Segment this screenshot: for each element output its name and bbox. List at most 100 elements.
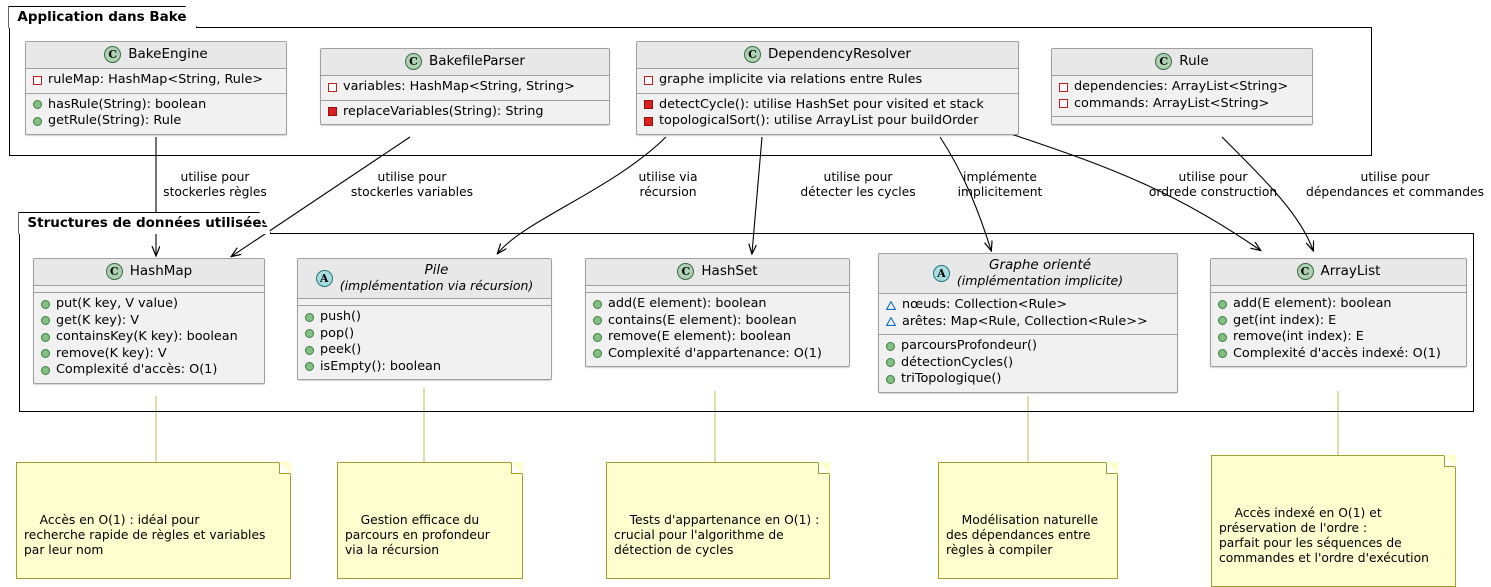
class-pile-methods: push() pop() peek() isEmpty(): boolean	[298, 306, 551, 379]
abstract-stereotype-icon: A	[932, 264, 950, 282]
class-rule[interactable]: C Rule dependencies: ArrayList<String> c…	[1051, 48, 1313, 125]
field-label: dependencies: ArrayList<String>	[1074, 79, 1289, 94]
method-row: add(E element): boolean	[1218, 296, 1459, 313]
public-method-icon	[33, 100, 42, 110]
note-arraylist: Accès indexé en O(1) et préservation de …	[1211, 455, 1456, 587]
method-label: Complexité d'appartenance: O(1)	[608, 345, 822, 361]
class-hashmap-name: HashMap	[129, 263, 193, 279]
private-field-icon	[1059, 99, 1068, 109]
class-pile[interactable]: A Pile (implémentation via récursion) pu…	[297, 258, 552, 380]
public-method-icon	[41, 332, 50, 342]
method-label: containsKey(K key): boolean	[56, 329, 238, 344]
edge-label-bakefileparser-hashmap: utilise pour stockerles variables	[350, 170, 474, 199]
method-row: remove(E element): boolean	[593, 329, 842, 346]
method-row: isEmpty(): boolean	[305, 359, 544, 376]
note-text: Modélisation naturelle des dépendances e…	[946, 513, 1099, 557]
class-hashset-header: C HashSet	[586, 259, 849, 286]
edge-label-dependencyresolver-hashset: utilise pour détecter les cycles	[800, 170, 916, 199]
method-row: replaceVariables(String): String	[328, 104, 602, 121]
method-label: replaceVariables(String): String	[343, 103, 544, 119]
method-row: get(int index): E	[1218, 313, 1459, 330]
class-graphe-subtitle: (implémentation implicite)	[956, 273, 1124, 288]
class-rule-fields: dependencies: ArrayList<String> commands…	[1052, 76, 1312, 117]
method-row: peek()	[305, 342, 544, 359]
method-row: remove(int index): E	[1218, 329, 1459, 346]
class-rule-name: Rule	[1179, 53, 1209, 69]
class-hashset[interactable]: C HashSet add(E element): boolean contai…	[585, 258, 850, 367]
method-label: detectCycle(): utilise HashSet pour visi…	[659, 96, 984, 112]
note-text: Accès en O(1) : idéal pour recherche rap…	[24, 513, 266, 557]
method-label: peek()	[320, 342, 362, 357]
package-application: Application dans Bake	[9, 27, 1372, 156]
private-field-icon	[33, 75, 42, 85]
method-label: triTopologique()	[901, 371, 1002, 386]
method-label: détectionCycles()	[901, 354, 1014, 370]
class-hashset-methods: add(E element): boolean contains(E eleme…	[586, 293, 849, 366]
class-graphe-oriente[interactable]: A Graphe orienté (implémentation implici…	[878, 253, 1178, 393]
method-row: push()	[305, 309, 544, 326]
public-method-icon	[1218, 316, 1227, 326]
public-method-icon	[886, 374, 895, 384]
class-hashset-fields-empty	[586, 286, 849, 293]
class-pile-subtitle: (implémentation via récursion)	[339, 278, 534, 293]
class-bakeengine-name: BakeEngine	[128, 46, 208, 62]
class-bakeengine-methods: hasRule(String): boolean getRule(String)…	[26, 93, 286, 134]
private-field-icon	[644, 75, 653, 85]
class-hashmap-fields-empty	[34, 286, 264, 293]
method-row: remove(K key): V	[41, 346, 257, 363]
edge-label-dependencyresolver-arraylist: utilise pour ordrede construction	[1148, 170, 1278, 199]
class-rule-header: C Rule	[1052, 49, 1312, 76]
class-stereotype-icon: C	[677, 263, 695, 280]
note-graphe: Modélisation naturelle des dépendances e…	[938, 462, 1118, 579]
public-method-icon	[305, 362, 314, 372]
method-row: get(K key): V	[41, 313, 257, 330]
class-arraylist[interactable]: C ArrayList add(E element): boolean get(…	[1210, 258, 1467, 367]
private-field-icon	[328, 82, 337, 92]
public-method-icon	[33, 116, 42, 126]
method-label: Complexité d'accès indexé: O(1)	[1233, 345, 1441, 361]
method-label: remove(int index): E	[1233, 329, 1364, 344]
public-method-icon	[41, 316, 50, 326]
method-row: Complexité d'accès: O(1)	[41, 362, 257, 379]
private-method-icon	[644, 116, 653, 126]
class-arraylist-name: ArrayList	[1320, 263, 1381, 279]
method-label: get(K key): V	[56, 312, 139, 328]
method-label: get(int index): E	[1233, 312, 1337, 328]
method-row: put(K key, V value)	[41, 296, 257, 313]
public-method-icon	[41, 299, 50, 309]
method-label: isEmpty(): boolean	[320, 358, 442, 374]
note-hashset: Tests d'appartenance en O(1) : crucial p…	[606, 462, 830, 579]
public-method-icon	[1218, 299, 1227, 309]
class-hashmap[interactable]: C HashMap put(K key, V value) get(K key)…	[33, 258, 265, 384]
method-label: add(E element): boolean	[1233, 296, 1392, 311]
public-method-icon	[305, 329, 314, 339]
method-row: hasRule(String): boolean	[33, 97, 279, 114]
method-row: détectionCycles()	[886, 355, 1170, 372]
class-graphe-fields: nœuds: Collection<Rule> arêtes: Map<Rule…	[879, 294, 1177, 335]
method-label: hasRule(String): boolean	[48, 96, 207, 112]
field-label: commands: ArrayList<String>	[1074, 95, 1270, 111]
class-bakefileparser[interactable]: C BakefileParser variables: HashMap<Stri…	[320, 48, 610, 125]
field-row: dependencies: ArrayList<String>	[1059, 79, 1305, 96]
public-method-icon	[1218, 349, 1227, 359]
edge-label-rule-arraylist: utilise pour dépendances et commandes	[1306, 170, 1484, 199]
method-row: parcoursProfondeur()	[886, 338, 1170, 355]
method-row: triTopologique()	[886, 371, 1170, 388]
class-dependencyresolver-header: C DependencyResolver	[637, 42, 1018, 69]
package-datastructures-tab: Structures de données utilisées	[18, 212, 271, 234]
public-method-icon	[593, 349, 602, 359]
method-row: containsKey(K key): boolean	[41, 329, 257, 346]
public-method-icon	[593, 332, 602, 342]
class-pile-name: Pile (implémentation via récursion)	[339, 263, 534, 294]
field-row: graphe implicite via relations entre Rul…	[644, 72, 1011, 89]
class-stereotype-icon: C	[405, 53, 422, 70]
class-dependencyresolver-methods: detectCycle(): utilise HashSet pour visi…	[637, 93, 1018, 134]
class-bakefileparser-methods: replaceVariables(String): String	[321, 100, 609, 124]
class-dependencyresolver[interactable]: C DependencyResolver graphe implicite vi…	[636, 41, 1019, 135]
field-row: nœuds: Collection<Rule>	[886, 297, 1170, 314]
class-bakeengine[interactable]: C BakeEngine ruleMap: HashMap<String, Ru…	[25, 41, 287, 135]
method-row: add(E element): boolean	[593, 296, 842, 313]
field-row: variables: HashMap<String, String>	[328, 79, 602, 96]
method-row: detectCycle(): utilise HashSet pour visi…	[644, 97, 1011, 114]
public-method-icon	[305, 345, 314, 355]
